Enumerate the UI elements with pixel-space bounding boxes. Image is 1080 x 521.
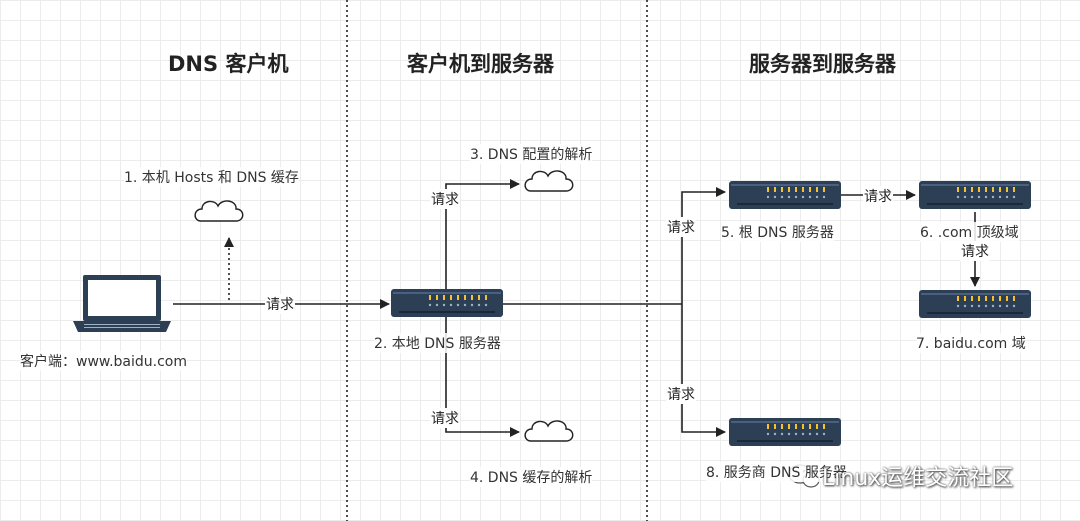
label-dns-config: 3. DNS 配置的解析 — [470, 144, 593, 164]
label-dns-cache: 4. DNS 缓存的解析 — [470, 467, 593, 487]
laptop-icon — [73, 275, 171, 332]
edge-label-com-request: 请求 — [863, 186, 893, 206]
label-local-dns: 2. 本地 DNS 服务器 — [374, 333, 501, 353]
label-baidu-domain: 7. baidu.com 域 — [916, 333, 1026, 353]
edge-label-root-request: 请求 — [666, 217, 696, 237]
server-icon-local-dns — [391, 289, 503, 317]
section-title-client-to-server: 客户机到服务器 — [407, 52, 554, 76]
edge-label-isp-request: 请求 — [666, 384, 696, 404]
label-local-cache: 1. 本机 Hosts 和 DNS 缓存 — [124, 167, 299, 187]
server-icon-baidu-domain — [919, 290, 1031, 318]
edge-trunk-to-isp-dns — [681, 304, 726, 437]
edge-local-dns-to-dns-config — [445, 179, 520, 289]
cloud-icon-dns-cache — [524, 420, 574, 442]
edge-label-dns-cache-request: 请求 — [430, 408, 460, 428]
label-client: 客户端：www.baidu.com — [20, 351, 187, 371]
server-icon-isp-dns — [729, 418, 841, 446]
label-root-dns: 5. 根 DNS 服务器 — [721, 222, 834, 242]
server-icon-com-tld — [919, 181, 1031, 209]
cloud-icon-local-cache — [194, 200, 244, 222]
cloud-icon-dns-config — [524, 170, 574, 192]
edge-local-dns-to-dns-cache — [445, 317, 520, 437]
label-isp-dns: 8. 服务商 DNS 服务器 — [706, 462, 847, 482]
edge-label-baidu-request: 请求 — [960, 241, 990, 261]
edge-label-dns-config-request: 请求 — [430, 189, 460, 209]
edge-trunk-to-root-dns — [681, 187, 726, 304]
label-com-tld: 6. .com 顶级域 — [920, 222, 1019, 242]
edge-label-client-request: 请求 — [265, 294, 295, 314]
server-icon-root-dns — [729, 181, 841, 209]
watermark-text: Linux运维交流社区 — [822, 466, 1014, 491]
section-title-dns-client: DNS 客户机 — [168, 52, 289, 76]
section-title-server-to-server: 服务器到服务器 — [749, 52, 896, 76]
